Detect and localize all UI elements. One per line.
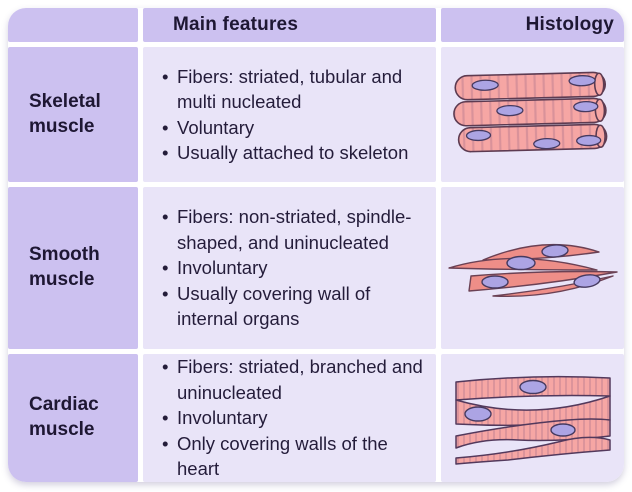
feature-item: Usually covering wall of internal organs bbox=[162, 281, 430, 332]
cardiac-features-cell: Fibers: striated, branched and uninuclea… bbox=[143, 354, 436, 482]
feature-item: Usually attached to skeleton bbox=[162, 140, 430, 166]
smooth-features-list: Fibers: non-striated, spindle-shaped, an… bbox=[143, 204, 436, 332]
feature-item: Fibers: striated, tubular and multi nucl… bbox=[162, 64, 430, 115]
feature-item: Involuntary bbox=[162, 405, 430, 431]
header-histology: Histology bbox=[441, 8, 624, 42]
feature-item: Fibers: striated, branched and uninuclea… bbox=[162, 354, 430, 405]
smooth-features-cell: Fibers: non-striated, spindle-shaped, an… bbox=[143, 187, 436, 349]
header-corner-cell bbox=[8, 8, 138, 42]
skeletal-features-list: Fibers: striated, tubular and multi nucl… bbox=[143, 64, 436, 166]
cardiac-muscle-histology-illustration bbox=[454, 375, 611, 465]
cardiac-features-list: Fibers: striated, branched and uninuclea… bbox=[143, 354, 436, 482]
feature-item: Fibers: non-striated, spindle-shaped, an… bbox=[162, 204, 430, 255]
feature-item: Only covering walls of the heart bbox=[162, 431, 430, 482]
row-label-skeletal-muscle: Skeletal muscle bbox=[8, 47, 138, 182]
skeletal-histology-cell bbox=[441, 47, 624, 182]
feature-item: Involuntary bbox=[162, 255, 430, 281]
smooth-muscle-histology-illustration bbox=[447, 243, 618, 298]
row-label-cardiac-muscle: Cardiac muscle bbox=[8, 354, 138, 482]
header-main-features: Main features bbox=[143, 8, 436, 42]
smooth-histology-cell bbox=[441, 187, 624, 349]
row-label-smooth-muscle: Smooth muscle bbox=[8, 187, 138, 349]
skeletal-muscle-histology-illustration bbox=[452, 71, 607, 152]
skeletal-features-cell: Fibers: striated, tubular and multi nucl… bbox=[143, 47, 436, 182]
feature-item: Voluntary bbox=[162, 115, 430, 141]
cardiac-histology-cell bbox=[441, 354, 624, 482]
muscle-comparison-table: Main features Histology Skeletal muscle … bbox=[8, 8, 624, 482]
